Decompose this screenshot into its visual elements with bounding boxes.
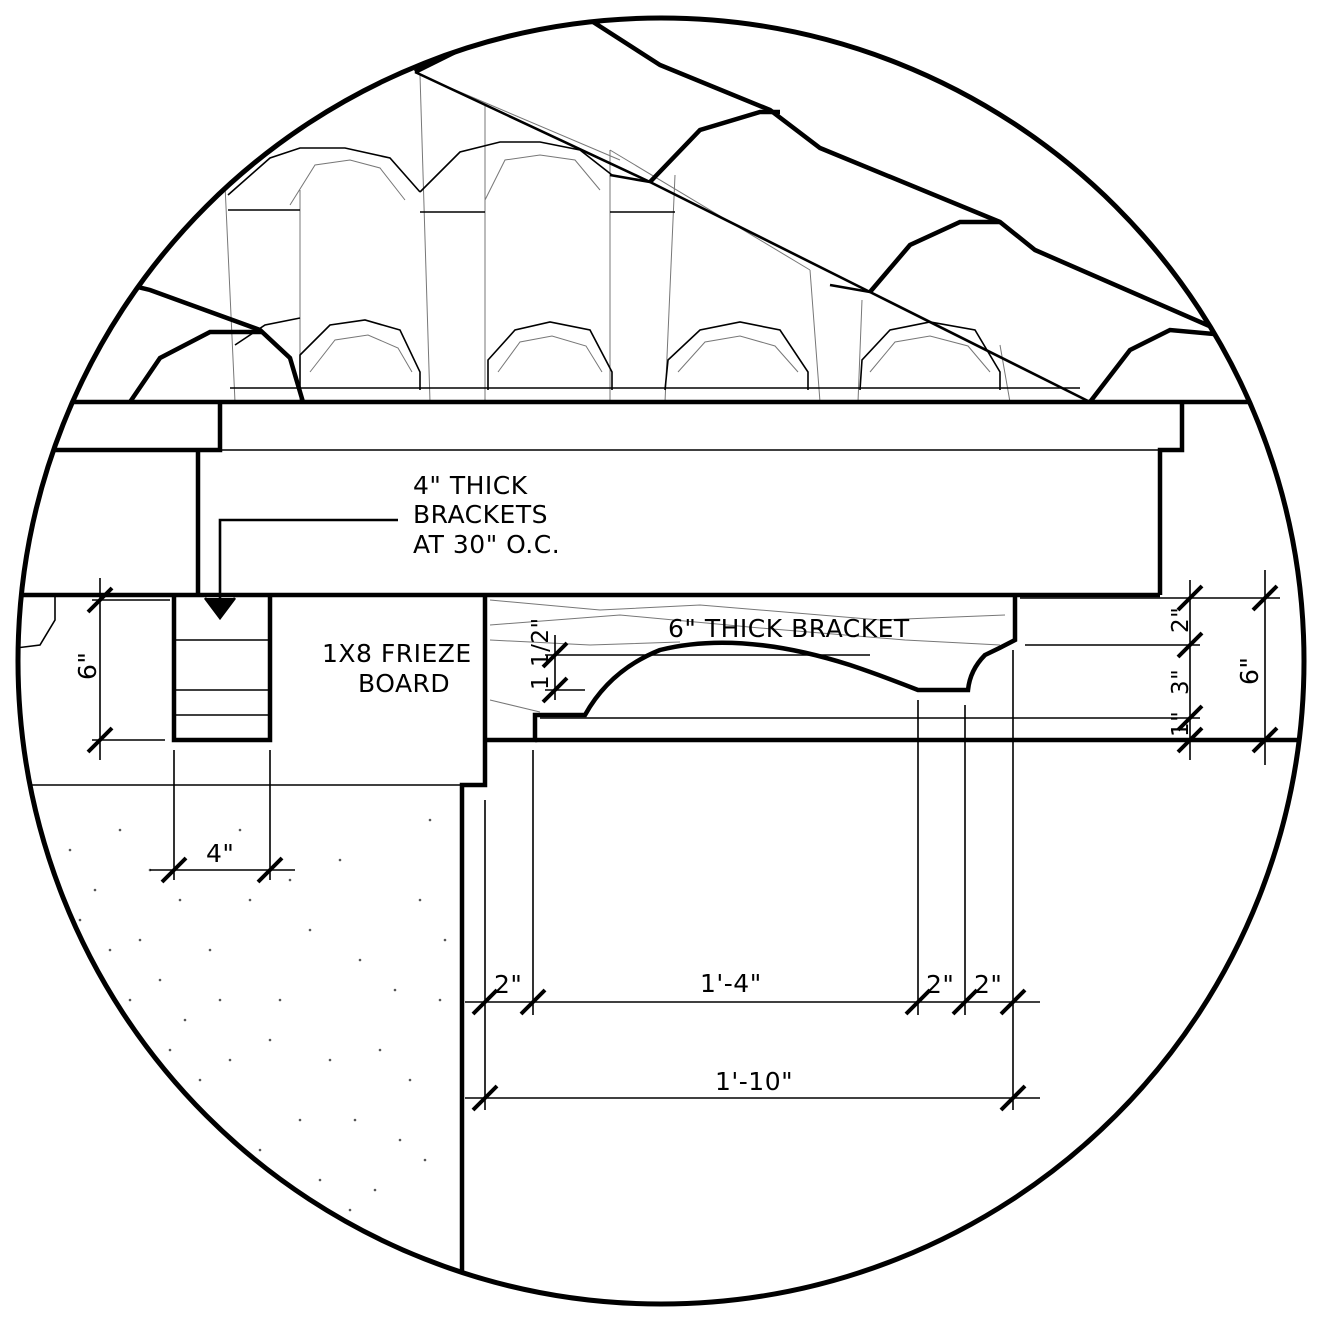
dim-bottom-right-2a: 2" (926, 970, 954, 999)
frieze-note-line-2: BOARD (358, 669, 450, 698)
detail-circle-border (15, 15, 1307, 1307)
dim-right-middle: 3" (1168, 669, 1194, 695)
leader-arrow (203, 518, 398, 621)
dim-right-total: 6" (1235, 657, 1264, 685)
stucco-texture (68, 818, 447, 1212)
dim-right-top: 2" (1168, 607, 1194, 633)
roof-tiles (224, 74, 1080, 403)
bracket-note-line-3: AT 30" O.C. (413, 530, 560, 559)
frieze-note-line-1: 1X8 FRIEZE (322, 639, 472, 668)
bracket-label: 6" THICK BRACKET (668, 614, 910, 643)
dim-left-height: 6" (73, 652, 102, 680)
bracket-note-line-1: 4" THICK (413, 471, 528, 500)
dim-bottom-right-2b: 2" (974, 970, 1002, 999)
dimension-lines (86, 570, 1280, 1112)
dim-right-bottom: 1" (1168, 711, 1194, 737)
dim-bottom-left-2: 2" (494, 970, 522, 999)
dim-arch-rise: 1 1/2" (528, 617, 554, 690)
bracket-note-line-2: BRACKETS (413, 500, 548, 529)
dim-bottom-total: 1'-10" (715, 1067, 793, 1096)
dim-left-width: 4" (206, 839, 234, 868)
annotation-labels: 4" THICK BRACKETS AT 30" O.C. 1X8 FRIEZE… (322, 471, 910, 698)
frieze-board-wall (68, 595, 488, 1304)
fascia-beam (18, 399, 1304, 598)
dim-bottom-span: 1'-4" (700, 969, 762, 998)
roof-edge (59, 18, 1231, 404)
dimension-labels: 6" 4" 1 1/2" 2" 3" 1" 6" 2" 1'-4" 2" 2" … (73, 607, 1264, 1096)
